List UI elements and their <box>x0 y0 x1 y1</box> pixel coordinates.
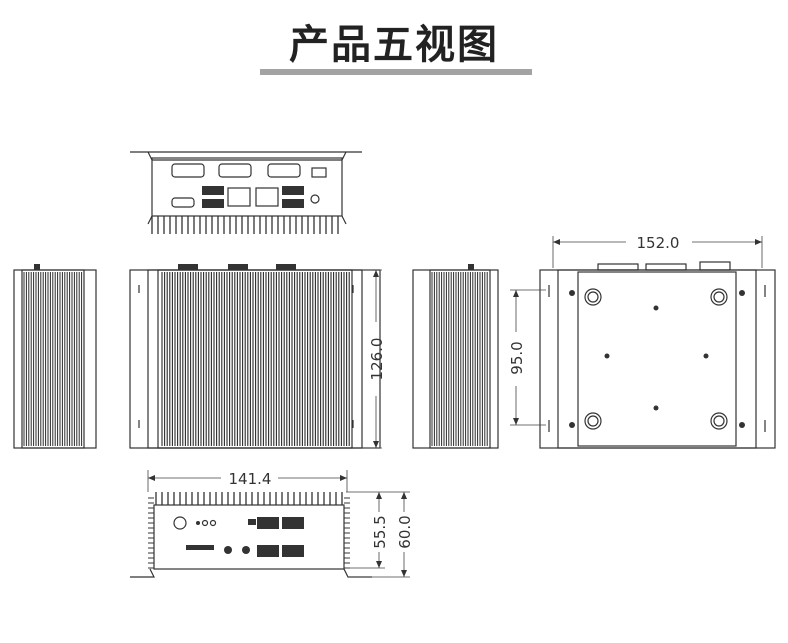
usb-port <box>257 517 279 529</box>
heatsink-fin <box>341 215 347 225</box>
dim-body-height: 55.5 <box>371 515 389 548</box>
serial-port <box>218 163 252 178</box>
dim-total-height: 60.0 <box>396 515 414 548</box>
hdmi-port <box>171 197 195 208</box>
heatsink-fin <box>147 215 153 225</box>
audio-jack <box>242 546 250 554</box>
page-title: 产品五视图 <box>289 22 499 68</box>
left-side-view <box>13 264 97 449</box>
power-button <box>173 516 187 530</box>
power-jack <box>310 194 320 204</box>
title-underline <box>260 69 532 75</box>
bottom-view: 152.0 95.0 <box>508 234 776 449</box>
usb-port <box>282 186 304 195</box>
lan-port <box>255 187 279 207</box>
serial-port <box>171 163 205 178</box>
usb-port <box>257 545 279 557</box>
audio-jack <box>224 546 232 554</box>
terminal-block <box>311 167 327 178</box>
dim-bottom-width: 152.0 <box>637 234 680 252</box>
usb-port <box>282 545 304 557</box>
sd-slot <box>186 545 214 550</box>
dim-front-width: 141.4 <box>229 470 272 488</box>
right-side-view <box>412 264 499 449</box>
usb-port <box>282 199 304 208</box>
serial-port <box>267 163 301 178</box>
usb-port <box>282 517 304 529</box>
usb-port <box>202 186 224 195</box>
lan-port <box>227 187 251 207</box>
top-view <box>129 264 381 449</box>
rear-view <box>130 151 362 234</box>
usb-port <box>202 199 224 208</box>
dim-hole-spacing: 95.0 <box>508 341 526 374</box>
front-view: 141.4 55.5 60.0 <box>130 470 414 578</box>
dim-depth: 126.0 <box>368 338 386 381</box>
